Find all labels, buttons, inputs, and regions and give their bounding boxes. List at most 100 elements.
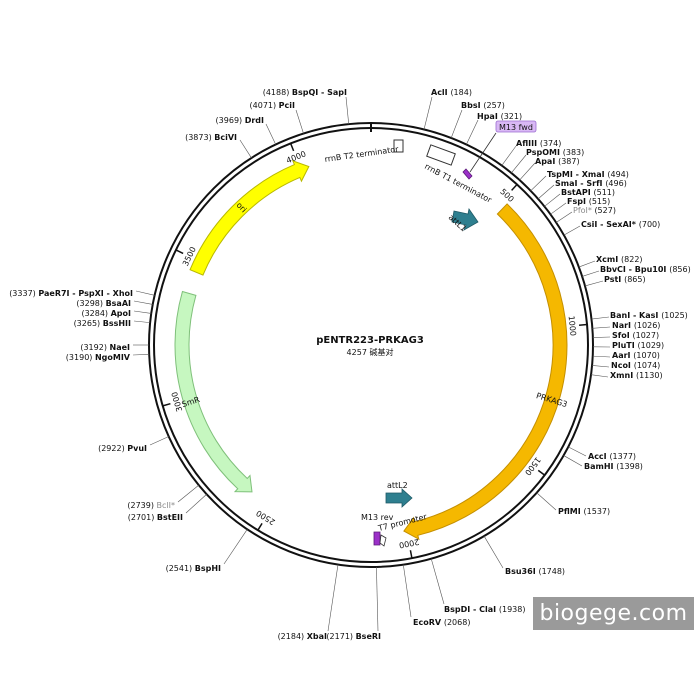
site-position: (1130) (636, 371, 663, 380)
tick-mark (511, 183, 518, 191)
site-label: NcoI (1074) (611, 361, 660, 370)
site-label: (4071) PciI (250, 101, 296, 110)
site-name: HpaI (477, 112, 501, 121)
site-name: DrdI (245, 116, 264, 125)
site-name: BstAPI (561, 188, 594, 197)
site-label: (2922) PvuI (98, 444, 147, 453)
site-position: (1026) (634, 321, 661, 330)
site-position: (2068) (444, 618, 471, 627)
feature-ori-arrow (189, 160, 310, 276)
t7-promoter-arrow (379, 534, 387, 547)
site-leader (466, 119, 479, 145)
site-position: (2739) (127, 501, 156, 510)
site-name: BseRI (356, 632, 381, 641)
rrnb-t2-terminator-box (393, 139, 404, 153)
site-label: HpaI (321) (477, 112, 522, 121)
site-label: NarI (1026) (612, 321, 660, 330)
site-name: BspHI (195, 564, 221, 573)
site-leader (519, 162, 536, 181)
site-position: (822) (621, 255, 643, 264)
site-position: (1029) (638, 341, 665, 350)
site-position: (496) (605, 179, 627, 188)
site-label: (4188) BspQI - SapI (263, 88, 347, 97)
site-label: AclI (184) (431, 88, 472, 97)
site-leader (133, 320, 151, 323)
rrnb-t1-terminator-box (426, 144, 456, 166)
site-label: (3298) BsaAI (76, 299, 131, 308)
site-name: PciI (279, 101, 295, 110)
site-leader (530, 175, 547, 191)
tick-mark (289, 143, 295, 152)
site-name: BamHI (584, 462, 616, 471)
tick-mark (578, 323, 588, 326)
site-label: (3873) BciVI (185, 133, 237, 142)
site-name: AclI (431, 88, 450, 97)
site-name: NgoMIV (95, 353, 131, 362)
site-label: PflMI (1537) (558, 507, 610, 516)
site-label: EcoRV (2068) (413, 618, 470, 627)
site-position: (387) (558, 157, 580, 166)
site-label: PfoI* (527) (573, 206, 616, 215)
site-label: BspDI - ClaI (1938) (444, 605, 525, 614)
site-leader (511, 154, 527, 174)
site-name: NarI (612, 321, 634, 330)
site-position: (4188) (263, 88, 292, 97)
site-position: (1074) (634, 361, 661, 370)
site-name: SmaI - SrfI (555, 179, 605, 188)
site-name: TspMI - XmaI (547, 170, 607, 179)
site-leader (450, 109, 463, 139)
site-label: (2184) XbaI (278, 632, 327, 641)
m13-rev-primer-arrow (373, 531, 381, 546)
site-leader (149, 436, 169, 446)
site-name: PspOMI (526, 148, 563, 157)
site-position: (257) (483, 101, 505, 110)
site-position: (1070) (633, 351, 660, 360)
site-name: XmnI (610, 371, 636, 380)
site-position: (515) (589, 197, 611, 206)
site-name: FspI (567, 197, 589, 206)
site-leader (563, 225, 581, 236)
site-name: AccI (588, 452, 609, 461)
m13-fwd-primer-arrow (462, 168, 473, 180)
site-position: (2184) (278, 632, 307, 641)
site-label: AarI (1070) (612, 351, 660, 360)
site-label: AccI (1377) (588, 452, 636, 461)
site-leader (544, 193, 561, 207)
site-leader (132, 354, 150, 356)
site-position: (184) (450, 88, 472, 97)
site-name: ApaI (535, 157, 558, 166)
site-name: BanI - KasI (610, 311, 661, 320)
site-position: (527) (594, 206, 616, 215)
site-label: (3337) PaeR7I - PspXI - XhoI (9, 289, 133, 298)
site-name: XcmI (596, 255, 621, 264)
site-position: (3284) (81, 309, 110, 318)
site-label: (3190) NgoMIV (66, 353, 131, 362)
site-leader (582, 270, 600, 277)
site-leader (537, 184, 555, 200)
site-name: BciVI (214, 133, 237, 142)
site-name: PflMI (558, 507, 584, 516)
site-name: XbaI (307, 632, 327, 641)
site-label: BstAPI (511) (561, 188, 615, 197)
site-label: PspOMI (383) (526, 148, 584, 157)
site-label: (3192) NaeI (80, 343, 130, 352)
site-position: (1027) (633, 331, 660, 340)
attl2-label: attL2 (387, 481, 408, 490)
site-leader (550, 202, 567, 215)
watermark-badge: biogege.com (533, 597, 694, 630)
site-label: BanI - KasI (1025) (610, 311, 688, 320)
site-position: (3192) (80, 343, 109, 352)
site-label: CsiI - SexAI* (700) (581, 220, 660, 229)
site-position: (856) (669, 265, 691, 274)
attl2-arrow (385, 488, 413, 508)
site-name: BstEII (157, 513, 183, 522)
site-name: BclI* (157, 501, 175, 510)
site-leader (177, 484, 199, 503)
site-leader (133, 310, 152, 314)
plasmid-title: pENTR223-PRKAG3 (316, 335, 424, 346)
site-label: Bsu36I (1748) (505, 567, 565, 576)
site-name: AflIII (516, 139, 540, 148)
site-position: (1025) (661, 311, 688, 320)
site-leader (423, 96, 433, 130)
site-leader (483, 535, 504, 569)
